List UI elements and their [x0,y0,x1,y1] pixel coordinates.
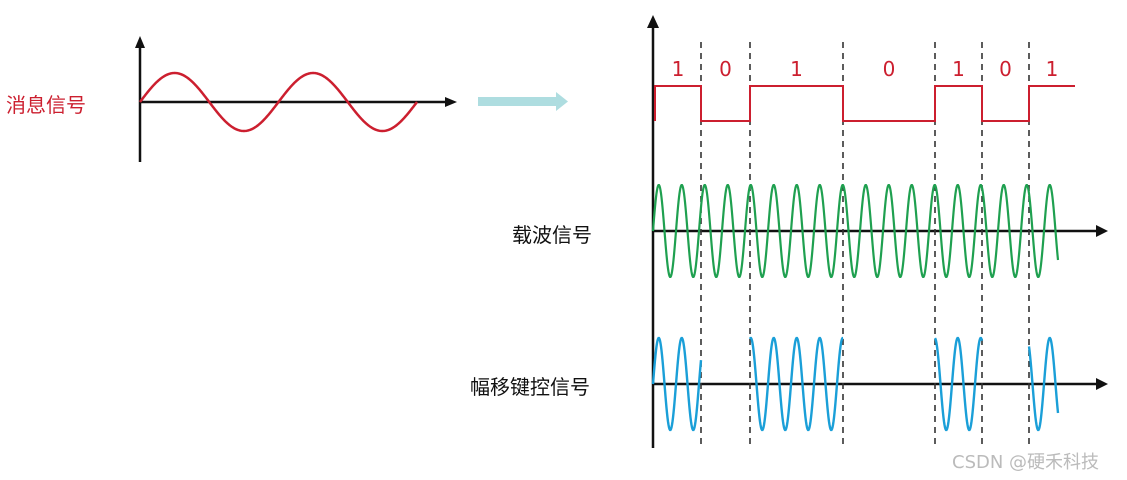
digital-square-wave [654,85,1075,122]
right-y-arrowhead [647,15,659,28]
ask-burst [933,336,984,432]
bit-label: 1 [1046,57,1059,81]
bit-label: 1 [790,57,803,81]
bit-label: 0 [719,57,732,81]
message-axes [135,36,457,162]
message-x-arrowhead [445,97,457,107]
bit-label: 1 [672,57,685,81]
ask-burst [651,336,703,432]
ask-x-arrowhead [1096,378,1108,390]
ask-burst [1027,336,1060,432]
bit-labels: 1 0 1 0 1 0 1 [672,57,1059,81]
bit-label: 0 [999,57,1012,81]
message-y-arrowhead [135,36,145,48]
ask-burst [748,336,844,432]
carrier-x-arrowhead [1096,225,1108,237]
transition-arrow [478,92,568,111]
bit-label: 1 [952,57,965,81]
ask-wave [651,336,1060,432]
transition-arrow-band [478,97,556,106]
ask-signal-label: 幅移键控信号 [470,375,590,399]
bit-label: 0 [883,57,896,81]
transition-arrow-head [556,92,568,111]
carrier-wave [651,184,1060,278]
message-sine-wave [139,71,418,133]
carrier-signal-label: 载波信号 [512,223,592,247]
watermark: CSDN @硬禾科技 [952,452,1099,473]
message-signal-label: 消息信号 [6,93,86,117]
